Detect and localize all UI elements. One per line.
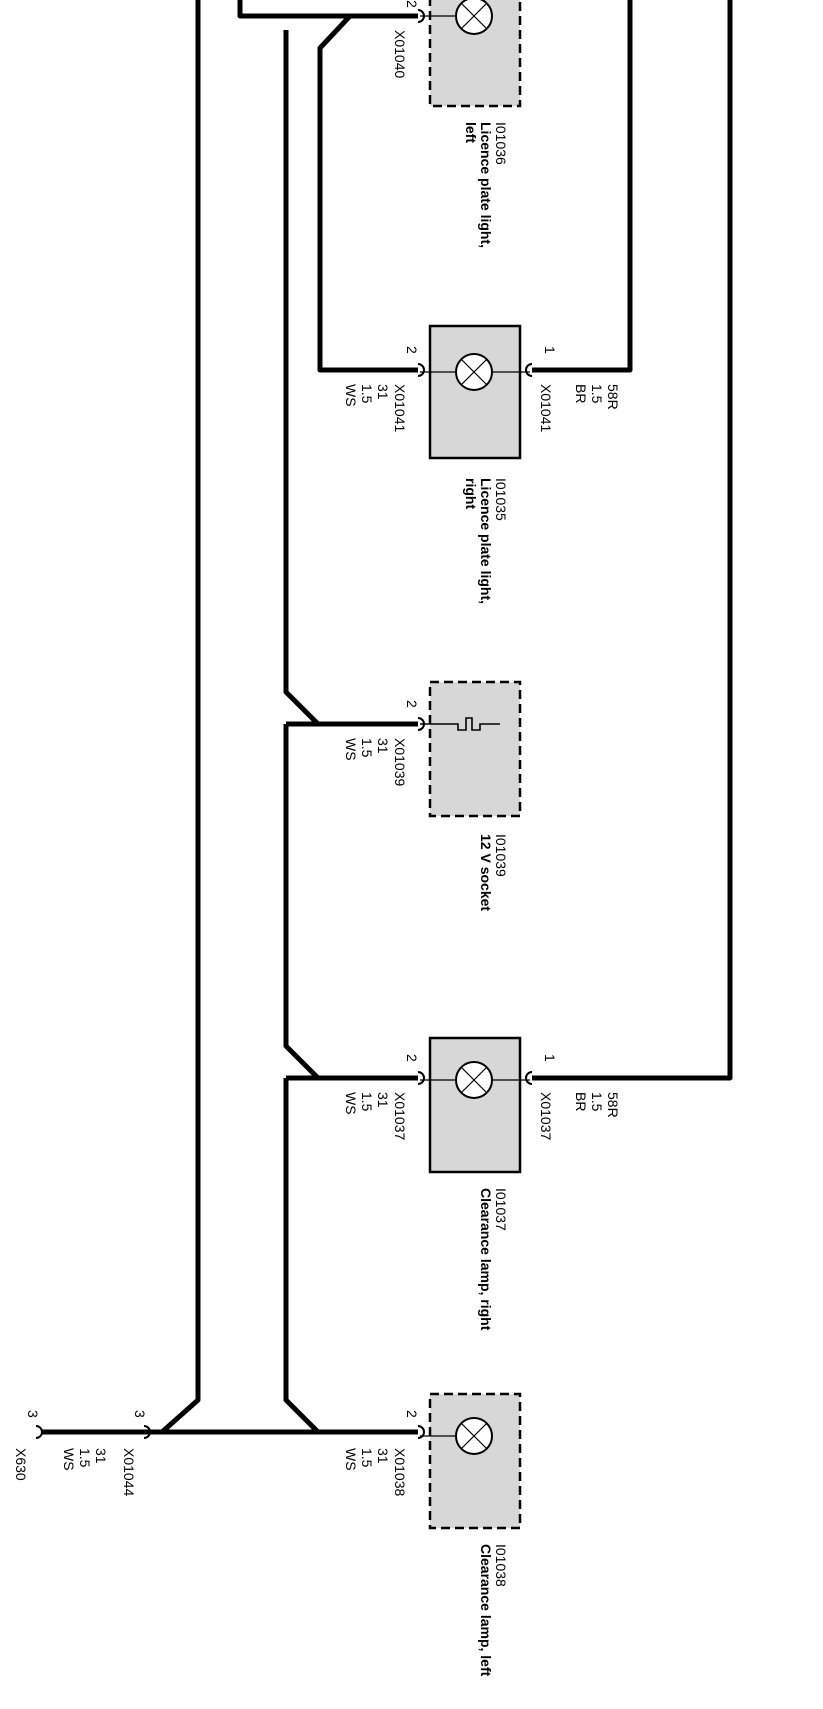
lamp-cross [460, 1066, 488, 1094]
wire-signal: 58R [605, 1092, 621, 1118]
connector-label: X01040 [392, 30, 408, 78]
wire-signal: 31 [93, 1448, 109, 1464]
lamp-cross [460, 358, 488, 386]
pin-number: 3 [132, 1410, 148, 1418]
wire-signal: 31 [375, 1448, 391, 1464]
component-id: I01038 [493, 1544, 509, 1587]
clearance-lamp-right [420, 1036, 530, 1174]
wire-color: WS [343, 1448, 359, 1471]
pin-marks [35, 9, 533, 1439]
pin-number: 2 [404, 0, 420, 8]
wire-signal: 31 [375, 384, 391, 400]
connector-label: X01041 [538, 384, 554, 432]
wires [42, 0, 733, 1435]
labels-socket: 2 X01039 31 1.5 WS I01039 12 V socket [343, 700, 509, 911]
component-id: I01035 [493, 478, 509, 521]
pin-number: 1 [542, 1054, 558, 1062]
wire-color: WS [343, 384, 359, 407]
component-id: I01036 [493, 122, 509, 165]
pin-number: 2 [404, 346, 420, 354]
clearance-lamp-left [420, 1392, 522, 1530]
wire-size: 1.5 [359, 738, 375, 758]
wire-color: BR [573, 384, 589, 403]
lamp-cross [460, 1422, 488, 1450]
connector-label: X01037 [392, 1092, 408, 1140]
component-name: Clearance lamp, left [478, 1544, 494, 1677]
licence-plate-light-left [420, 0, 522, 108]
component-name: right [463, 478, 479, 509]
wire-size: 1.5 [77, 1448, 93, 1468]
pin-number: 1 [542, 346, 558, 354]
socket-icon [420, 717, 500, 731]
component-outline [428, 680, 522, 818]
labels-clearance-left: 2 X01038 31 1.5 WS I01038 Clearance lamp… [343, 1410, 509, 1677]
component-name: Clearance lamp, right [478, 1188, 494, 1331]
connector-label: X01038 [392, 1448, 408, 1496]
wire-branch-left [160, 0, 201, 1434]
component-name: Licence plate light, [478, 122, 494, 248]
component-outline [428, 324, 522, 460]
wire-top-left [237, 0, 418, 19]
connector-label: X01037 [538, 1092, 554, 1140]
wire-size: 1.5 [589, 1092, 605, 1112]
connector-label: X01039 [392, 738, 408, 786]
wire-licence-ground [317, 14, 418, 373]
wire-signal: 31 [375, 738, 391, 754]
wire-color: WS [343, 738, 359, 761]
wire-58r-licence [532, 0, 633, 373]
component-name: 12 V socket [478, 834, 494, 911]
wire-size: 1.5 [359, 1092, 375, 1112]
wire-signal: 58R [605, 384, 621, 410]
wire-58r-clearance [532, 0, 733, 1081]
licence-plate-light-right [420, 324, 530, 460]
wire-ground-bus [283, 30, 320, 1434]
socket-12v [420, 680, 522, 818]
labels-ground-trunk: 3 X01044 31 1.5 WS 3 X630 [13, 1410, 148, 1496]
lamp-cross [460, 2, 488, 30]
pin-number: 2 [404, 700, 420, 708]
labels-licence-left: 2 X01040 I01036 Licence plate light, lef… [392, 0, 509, 248]
wire-signal: 31 [375, 1092, 391, 1108]
component-name: left [463, 122, 479, 143]
connector-label: X01044 [121, 1448, 137, 1496]
wire-color: WS [61, 1448, 77, 1471]
component-id: I01037 [493, 1188, 509, 1231]
labels-licence-right: 2 X01041 31 1.5 WS 1 X01041 58R 1.5 BR I… [343, 346, 621, 604]
pin-number: 2 [404, 1054, 420, 1062]
wire-color: BR [573, 1092, 589, 1111]
connector-label: X01041 [392, 384, 408, 432]
wire-size: 1.5 [359, 1448, 375, 1468]
pin-number: 2 [404, 1410, 420, 1418]
wire-size: 1.5 [589, 384, 605, 404]
labels-clearance-right: 2 X01037 31 1.5 WS 1 X01037 58R 1.5 BR I… [343, 1054, 621, 1331]
component-outline [428, 1392, 522, 1530]
connector-label: X630 [13, 1448, 29, 1481]
wire-color: WS [343, 1092, 359, 1115]
component-outline [428, 1036, 522, 1174]
pin-number: 3 [25, 1410, 41, 1418]
wire-size: 1.5 [359, 384, 375, 404]
component-id: I01039 [493, 834, 509, 877]
component-name: Licence plate light, [478, 478, 494, 604]
